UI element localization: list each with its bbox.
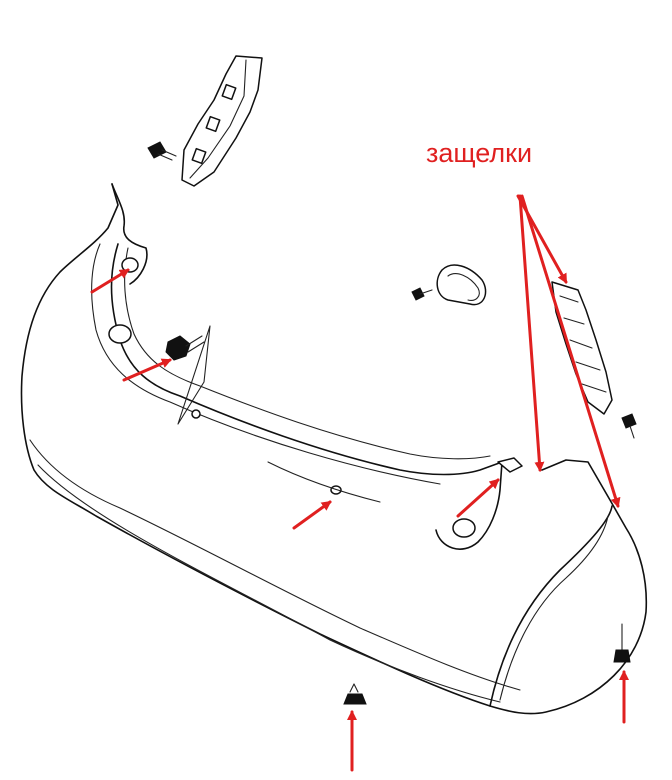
bumper-left-triangle (177, 325, 211, 425)
bumper-lower-edge (29, 439, 521, 691)
right-latch-rib-4 (575, 361, 601, 371)
arrow-right-shelf-red-arrow-icon (456, 478, 500, 518)
right-bottom-screw-head (613, 649, 631, 663)
latches-label: защелки (426, 138, 532, 168)
left-bracket-body (181, 55, 263, 187)
bumper-top-inner-edge (91, 243, 441, 485)
bolt-left-shelf-shaft (185, 335, 205, 353)
left-bracket-slot-1 (221, 83, 237, 101)
bottom-clip-head (343, 693, 367, 705)
left-mounting-bracket (181, 55, 263, 187)
screw-left-bracket (147, 141, 177, 161)
screw-left-bracket-shaft (157, 149, 177, 161)
mount-hole-right-small (191, 409, 201, 419)
bumper-right-corner (489, 505, 613, 707)
arrow-latch-2-red-arrow-icon (518, 194, 545, 472)
cover-plate-screw (411, 287, 425, 301)
mount-hole-right (452, 518, 476, 538)
cover-plate-body (436, 264, 487, 306)
right-latch-rib-5 (581, 383, 607, 393)
right-latch-rib-2 (563, 317, 585, 325)
arrow-center-red-arrow-icon (292, 500, 332, 530)
left-bracket-rib (189, 59, 247, 179)
bumper-bottom-groove (37, 464, 501, 703)
bolt-left-shelf-head (165, 335, 191, 361)
mount-hole-left-upper (121, 257, 139, 273)
center-cover-plate (411, 264, 487, 306)
bottom-push-clip (343, 683, 367, 705)
mount-hole-left-lower (108, 324, 132, 344)
bumper-right-tab (497, 457, 523, 473)
bumper-left-ear (111, 183, 148, 285)
red-arrows (90, 194, 629, 772)
arrow-latch-3-red-arrow-icon (520, 194, 621, 508)
right-latch-rib-3 (569, 339, 593, 349)
left-bracket-slot-3 (191, 147, 207, 165)
cover-plate-screw-shaft (419, 289, 433, 295)
bottom-clip-stem (349, 683, 359, 693)
right-latch-body (551, 281, 613, 415)
bumper-outer-contour (20, 183, 648, 715)
right-latch-screw (621, 413, 637, 429)
bumper-cover (20, 183, 648, 715)
bumper-right-corner-inner (499, 515, 609, 701)
arrow-left-middle-red-arrow-icon (122, 358, 172, 382)
right-latch-screw-shaft (629, 425, 635, 439)
right-bottom-screw (613, 623, 631, 663)
arrow-left-upper-red-arrow-icon (90, 268, 130, 294)
bumper-center-ridge (267, 461, 381, 503)
cover-plate-inner (447, 273, 480, 301)
bumper-top-shelf-inner (124, 247, 491, 460)
bolt-left-shelf (165, 335, 205, 361)
right-latch-bracket (551, 281, 637, 439)
right-latch-rib-1 (559, 295, 579, 303)
left-bracket-slot-2 (205, 115, 221, 133)
